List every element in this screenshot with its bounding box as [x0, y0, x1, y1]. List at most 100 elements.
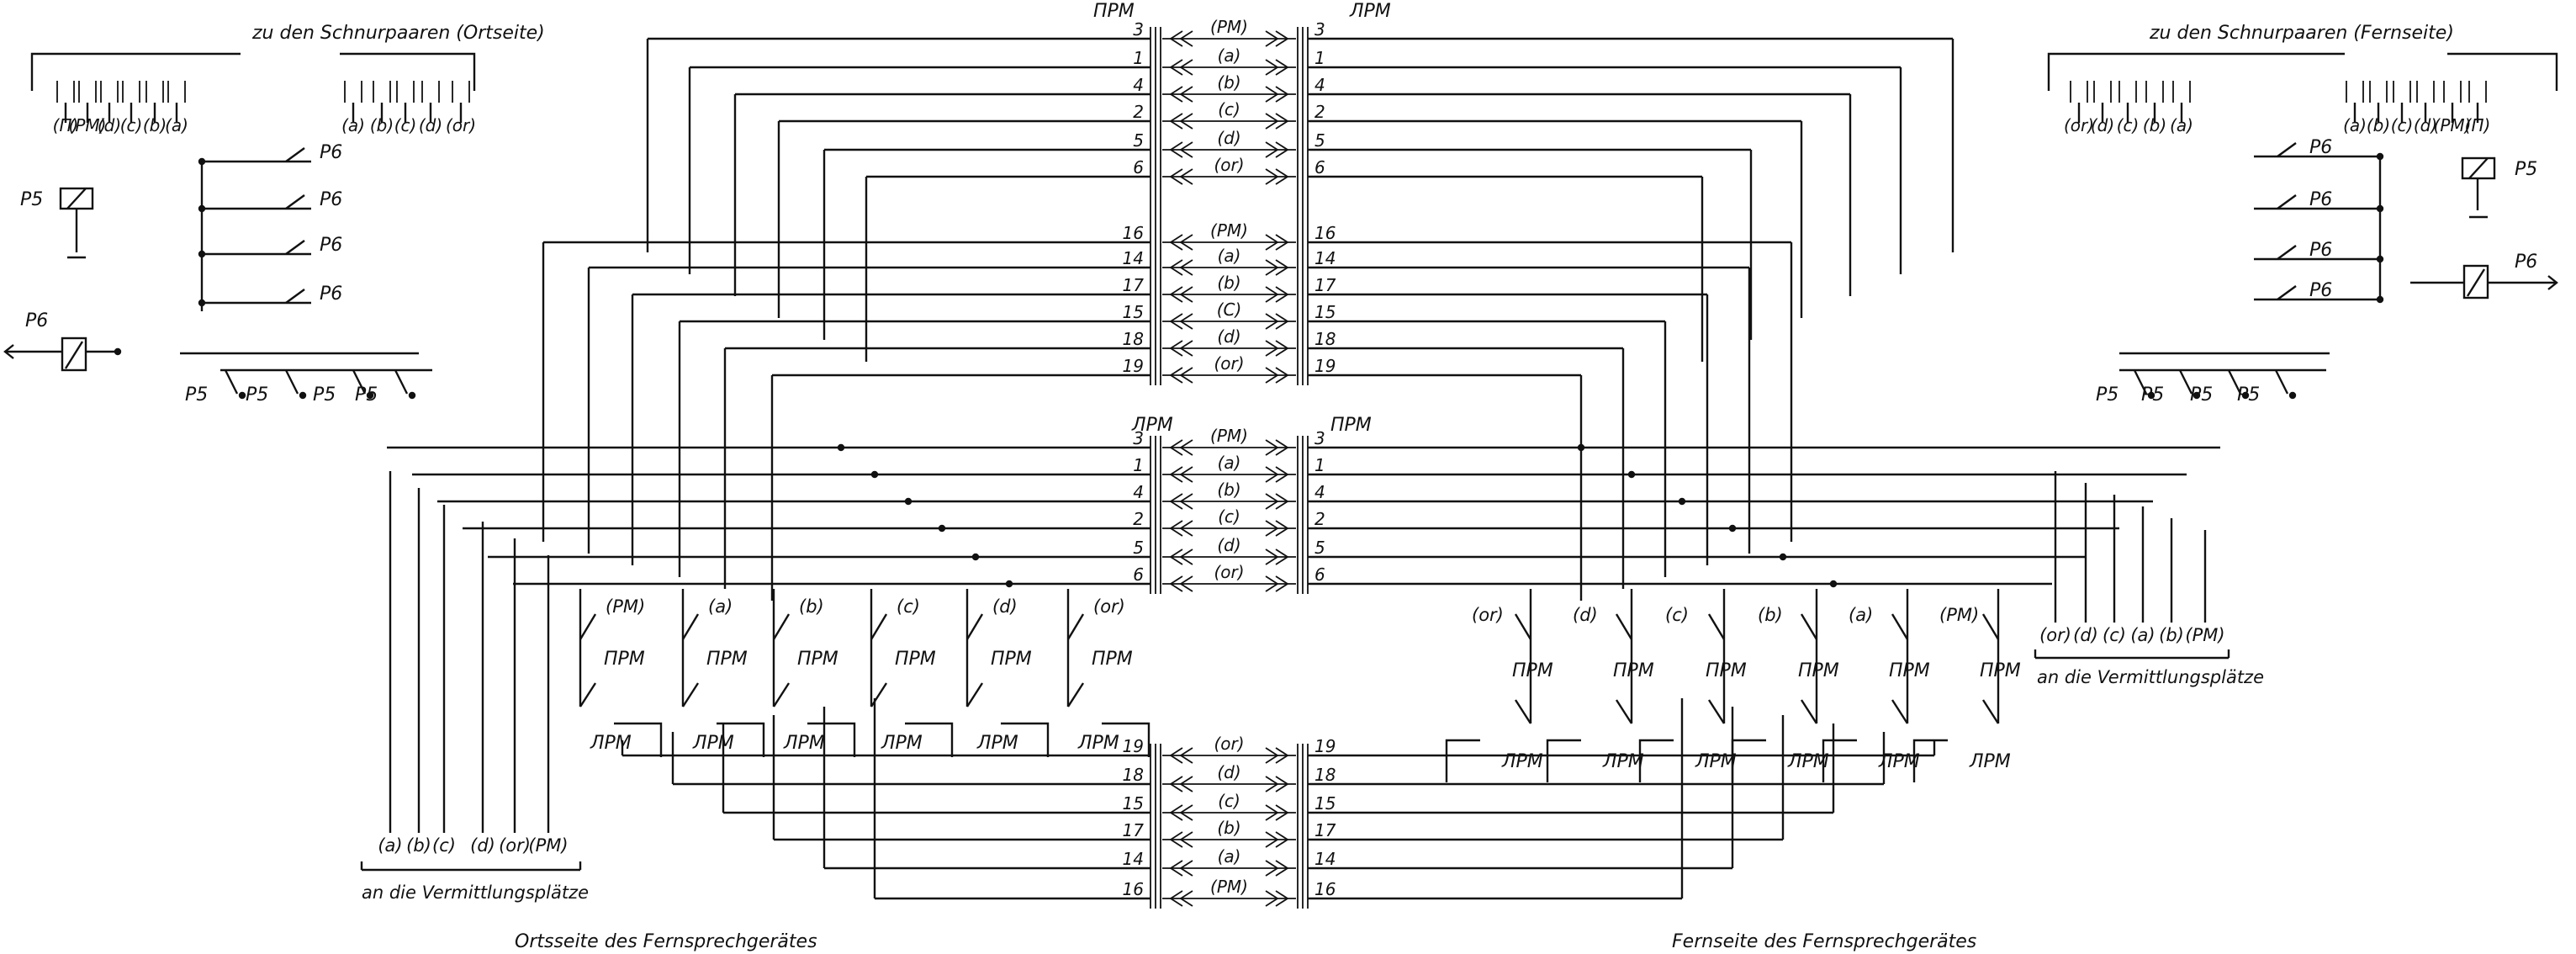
relay-diagonal	[64, 341, 84, 369]
block2-pin-right: 3	[1314, 428, 1325, 448]
junction-dot	[1829, 580, 1838, 588]
block1-pin-right: 16	[1314, 223, 1336, 243]
block2-pin-left: 1	[1133, 455, 1144, 475]
p5-contact-label-right: P5	[2141, 384, 2164, 405]
block1-pin-right: 1	[1314, 48, 1325, 68]
p6-contact-blade	[285, 147, 305, 162]
switch-label-right: (b)	[1758, 605, 1783, 625]
lrm-switch-blade	[1066, 682, 1085, 708]
lrm-label-right: ЛРМ	[1969, 751, 2011, 772]
block3-pin-right: 16	[1314, 879, 1336, 899]
block1-wire-label: (b)	[1217, 72, 1240, 93]
p5-contact-label: P5	[185, 384, 208, 405]
p5-contact-label: P5	[246, 384, 268, 405]
switch-label-right: (or)	[1472, 605, 1504, 625]
block2-wire-label: (PM)	[1210, 426, 1248, 446]
junction-dot	[198, 299, 206, 307]
left-cord-label: (c)	[120, 115, 143, 135]
heading-right-top: zu den Schnurpaaren (Fernseite)	[2149, 23, 2454, 44]
prm-label: ПРМ	[604, 649, 645, 670]
block3-wire-label: (or)	[1214, 734, 1244, 754]
block1-pin-left: 6	[1133, 157, 1144, 178]
schematic-frame	[30, 52, 2558, 372]
block2-pin-right: 2	[1314, 509, 1325, 529]
block1-pin-right: 2	[1314, 102, 1325, 122]
vermittlung-wire-left: (b)	[406, 835, 431, 856]
junction-dot	[238, 391, 246, 400]
relay-p6-label-right: P6	[2515, 252, 2537, 273]
switch-label-right: (a)	[1849, 605, 1873, 625]
block2-pin-right: 4	[1314, 482, 1325, 502]
prm-switch-blade	[681, 613, 700, 640]
lrm-return	[807, 722, 856, 757]
junction-dot	[1678, 497, 1686, 506]
switch-label-right: (PM)	[1939, 605, 1979, 625]
lrm-return	[1102, 722, 1150, 757]
vermittlung-wire-left: (c)	[432, 835, 456, 856]
right-cord-label: (Π)	[2465, 115, 2491, 135]
junction-dot	[2376, 152, 2384, 161]
block1-pin-right: 4	[1314, 75, 1325, 95]
junction-dot	[299, 391, 307, 400]
p5-contact-label-right: P5	[2190, 384, 2213, 405]
bracket-right-end	[2447, 52, 2558, 91]
junction-dot	[870, 470, 879, 479]
p6-contact-blade	[2277, 245, 2297, 260]
lrm-label: ЛРМ	[881, 733, 923, 754]
prm-switch-blade	[1891, 613, 1909, 640]
block3-pin-right: 18	[1314, 765, 1336, 785]
right-cord-label: (d)	[2414, 115, 2437, 135]
p6-contact-blade	[2277, 194, 2297, 209]
vermittlung-wire-right: (d)	[2073, 625, 2098, 645]
switch-label: (or)	[1093, 596, 1125, 617]
lrm-label-right: ЛРМ	[1695, 751, 1737, 772]
p5-contact-blade	[394, 369, 409, 395]
block2-right-header: ПРМ	[1330, 415, 1372, 436]
p5-contact-blade	[284, 369, 299, 395]
block3-pin-right: 14	[1314, 849, 1336, 869]
p5-contact-label-right: P5	[2096, 384, 2118, 405]
p5-contact-blade	[2178, 369, 2193, 395]
heading-left-top: zu den Schnurpaaren (Ortseite)	[251, 23, 545, 44]
prm-label: ПРМ	[991, 649, 1032, 670]
p5-contact-blade	[352, 369, 367, 395]
block1-pin-right: 6	[1314, 157, 1325, 178]
vermittlung-label-right: an die Vermittlungsplätze	[2037, 667, 2264, 687]
junction-dot	[2376, 255, 2384, 263]
lrm-return-right	[1731, 739, 1766, 782]
junction-dot	[1005, 580, 1013, 588]
lrm-return-right	[1638, 739, 1674, 782]
left-cord-label: (or)	[446, 115, 476, 135]
prm-switch-blade	[1981, 613, 2000, 640]
block1-pin-left: 4	[1133, 75, 1144, 95]
block2-wire-label: (d)	[1217, 535, 1240, 555]
lrm-switch-blade	[965, 682, 984, 708]
p5-contact-blade	[2133, 369, 2148, 395]
block2-pin-right: 1	[1314, 455, 1325, 475]
wiring-lines	[3, 27, 2558, 909]
vermittlung-wire-left: (a)	[378, 835, 402, 856]
prm-label-right: ПРМ	[1706, 660, 1747, 681]
block1-pin-left: 14	[1123, 248, 1144, 268]
block2-wire-label: (c)	[1218, 506, 1240, 527]
block3-wire-label: (a)	[1218, 846, 1241, 867]
lrm-label: ЛРМ	[976, 733, 1018, 754]
lrm-label: ЛРМ	[1077, 733, 1119, 754]
right-cord-label: (or)	[2064, 115, 2094, 135]
block3-wire-label: (c)	[1218, 791, 1240, 811]
bracket-left	[30, 52, 241, 91]
block3-wire-label: (PM)	[1210, 877, 1248, 897]
prm-label: ПРМ	[797, 649, 838, 670]
prm-switch-blade	[870, 613, 888, 640]
relay-p5-label: P5	[20, 189, 43, 210]
prm-switch-blade	[965, 613, 984, 640]
relay-p5-label-right: P5	[2515, 159, 2537, 180]
lrm-label-right: ЛРМ	[1878, 751, 1920, 772]
block2-wire-label: (or)	[1214, 562, 1244, 582]
block1-pin-left: 19	[1123, 356, 1144, 376]
block1-wire-label: (c)	[1218, 99, 1240, 119]
p5-contact-blade	[2274, 369, 2289, 395]
vermittlung-wire-right: (b)	[2159, 625, 2184, 645]
junction-dot	[1728, 524, 1737, 533]
